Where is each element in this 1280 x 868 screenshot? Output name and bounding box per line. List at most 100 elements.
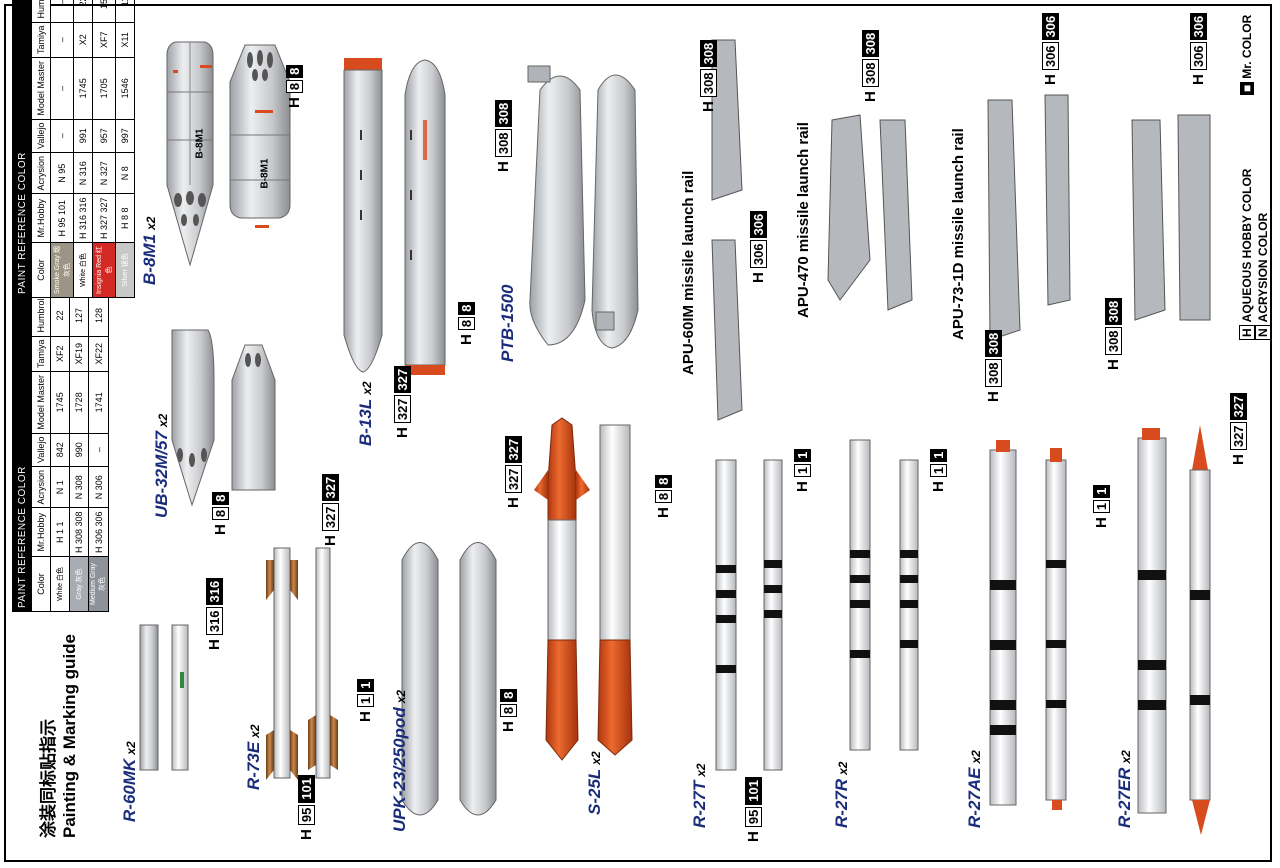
table2-header: Acrysion: [31, 152, 51, 194]
table1-header: Tamiya: [31, 336, 51, 372]
label-apu73: APU-73-1D missile launch rail: [950, 128, 967, 340]
pod-text-1: B-8M1: [194, 128, 206, 159]
table1-header: Vallejo: [31, 433, 51, 467]
table1-cell: 128: [88, 295, 109, 337]
table2-cell: N 8: [115, 152, 135, 194]
table1-cell: White 白色: [50, 556, 70, 612]
label-ub32: UB-32M/57x2: [152, 413, 171, 518]
legend-mrcolor: ■Mr. COLOR: [1240, 15, 1254, 95]
label-b8m1: B-8M1x2: [140, 216, 159, 285]
table1-cell: N 308: [69, 466, 89, 508]
table1-header: Acrysion: [31, 466, 51, 508]
r27t-artwork: [715, 459, 783, 771]
table1-header: Color: [31, 556, 51, 612]
table2-cell: 1745: [73, 57, 93, 120]
table2-cell: H 316 316: [73, 193, 93, 243]
table2-cell: H 8 8: [115, 193, 135, 243]
table2-cell: 11: [115, 0, 135, 23]
table1-cell: –: [88, 433, 109, 467]
label-apu470: APU-470 missile launch rail: [795, 122, 812, 318]
table1-cell: 22: [50, 295, 70, 337]
table2-header: Model Master: [31, 57, 51, 120]
table2-cell: 22: [73, 0, 93, 23]
r27r-artwork: [849, 439, 919, 751]
guide-title: 涂装同标贴指示 Painting & Marking guide: [38, 634, 80, 838]
table2-cell: 997: [115, 119, 135, 153]
table2-cell: Silver 银色: [115, 242, 135, 298]
label-r73e: R-73Ex2: [244, 724, 263, 790]
apu-rails-artwork: [711, 39, 1211, 421]
table2-cell: 153: [92, 0, 116, 23]
guide-chinese-title: 涂装同标贴指示: [39, 719, 58, 838]
table2-cell: N 327: [92, 152, 116, 194]
table1-cell: 990: [69, 433, 89, 467]
table1-header: Model Master: [31, 371, 51, 434]
b13l-artwork: [343, 58, 446, 375]
table1-cell: N 306: [88, 466, 109, 508]
label-s25l: S-25Lx2: [585, 751, 604, 815]
table1-cell: XF22: [88, 336, 109, 372]
table1-cell: H 1 1: [50, 507, 70, 557]
r27er-artwork: [1137, 425, 1211, 835]
label-r27t: R-27Tx2: [690, 763, 709, 828]
table2-cell: N 316: [73, 152, 93, 194]
table2-cell: XF7: [92, 22, 116, 58]
label-b13l: B-13Lx2: [356, 381, 375, 446]
table2-cell: –: [50, 119, 74, 153]
table2-cell: X11: [115, 22, 135, 58]
table2-cell: N 95: [50, 152, 74, 194]
table2-cell: 1546: [115, 57, 135, 120]
r27ae-artwork: [989, 440, 1067, 810]
table2-header: Color: [31, 242, 51, 298]
table1-header: Mr.Hobby: [31, 507, 51, 557]
table1-cell: H 308 308: [69, 507, 89, 557]
label-apu60: APU-60IM missile launch rail: [680, 170, 697, 375]
pod-text-2: B-8M1: [259, 158, 271, 189]
table2-header: Vallejo: [31, 119, 51, 153]
table2-cell: X2: [73, 22, 93, 58]
table1-cell: Gray 灰色: [69, 556, 89, 612]
table1-cell: XF19: [69, 336, 89, 372]
table2-cell: 991: [73, 119, 93, 153]
table1-cell: N 1: [50, 466, 70, 508]
label-ptb1500: PTB-1500: [498, 284, 517, 362]
label-r27ae: R-27AEx2: [965, 750, 984, 828]
table1-cell: Medium Gray 灰色: [88, 556, 109, 612]
table2-cell: –: [50, 57, 74, 120]
table1-cell: 1745: [50, 371, 70, 434]
table2-cell: Insignia Red 红色: [92, 242, 116, 298]
table1-cell: 1728: [69, 371, 89, 434]
label-r27er: R-27ERx2: [1115, 750, 1134, 828]
guide-english-title: Painting & Marking guide: [60, 633, 79, 838]
table2-header: Humbrol: [31, 0, 51, 23]
table1-header: Humbrol: [31, 295, 51, 337]
